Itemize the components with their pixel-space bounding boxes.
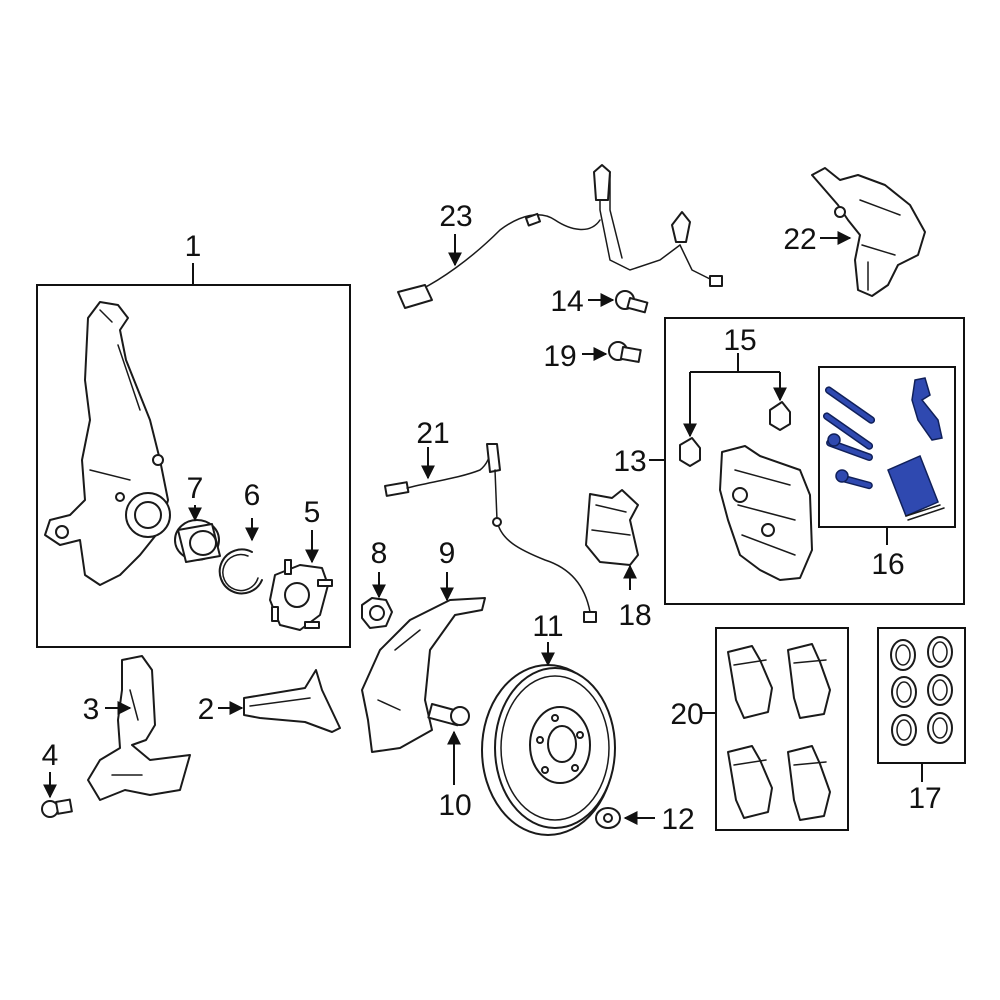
callout-23: 23 bbox=[439, 200, 472, 233]
callout-6: 6 bbox=[244, 479, 261, 512]
callout-5: 5 bbox=[304, 496, 321, 529]
brake-backing-plate-part[interactable] bbox=[361, 597, 486, 753]
bolt-part-10[interactable] bbox=[427, 703, 470, 727]
callout-19: 19 bbox=[543, 340, 576, 373]
callout-21: 21 bbox=[416, 417, 449, 450]
leader-lines bbox=[43, 231, 923, 825]
callout-7: 7 bbox=[187, 472, 204, 505]
callout-22: 22 bbox=[783, 223, 816, 256]
nut-part[interactable] bbox=[361, 597, 393, 629]
pad-shim-part[interactable] bbox=[585, 489, 639, 566]
brake-pads-part[interactable] bbox=[727, 643, 831, 821]
splash-shield-bracket-part[interactable] bbox=[87, 655, 191, 801]
caliper-bracket-part[interactable] bbox=[811, 167, 926, 297]
callout-14: 14 bbox=[550, 285, 583, 318]
brake-rotor-part[interactable] bbox=[481, 664, 616, 836]
callout-13: 13 bbox=[613, 445, 646, 478]
screw-part-12[interactable] bbox=[595, 807, 621, 829]
callout-18: 18 bbox=[618, 599, 651, 632]
abs-wiring-harness-part[interactable] bbox=[397, 164, 723, 309]
callout-9: 9 bbox=[439, 537, 456, 570]
bolt-part-4[interactable] bbox=[41, 798, 73, 818]
callout-2: 2 bbox=[198, 693, 215, 726]
bolt-part-14[interactable] bbox=[615, 290, 649, 314]
callout-8: 8 bbox=[371, 537, 388, 570]
callout-4: 4 bbox=[42, 739, 59, 772]
seal-kit-part[interactable] bbox=[890, 636, 953, 746]
air-deflector-part[interactable] bbox=[243, 669, 341, 733]
callout-12: 12 bbox=[661, 803, 694, 836]
hardware-kit-part[interactable] bbox=[822, 377, 945, 521]
callout-15: 15 bbox=[723, 324, 756, 357]
snap-ring-part[interactable] bbox=[218, 548, 263, 595]
callout-10: 10 bbox=[438, 789, 471, 822]
callout-17: 17 bbox=[908, 782, 941, 815]
steering-knuckle-part[interactable] bbox=[44, 301, 171, 586]
wheel-bearing-part[interactable] bbox=[174, 519, 221, 563]
bleeder-screw-part-a[interactable] bbox=[679, 437, 701, 467]
callout-16: 16 bbox=[871, 548, 904, 581]
callout-3: 3 bbox=[83, 693, 100, 726]
brake-caliper-part[interactable] bbox=[719, 445, 813, 581]
group-box-brake-pads bbox=[715, 627, 849, 831]
callout-11: 11 bbox=[532, 610, 563, 643]
wheel-speed-sensor-part[interactable] bbox=[384, 443, 597, 623]
callout-20: 20 bbox=[670, 698, 703, 731]
bleeder-screw-part-b[interactable] bbox=[769, 401, 791, 431]
bolt-part-19[interactable] bbox=[608, 341, 642, 363]
wheel-hub-part[interactable] bbox=[269, 559, 333, 631]
callout-1: 1 bbox=[185, 230, 202, 263]
